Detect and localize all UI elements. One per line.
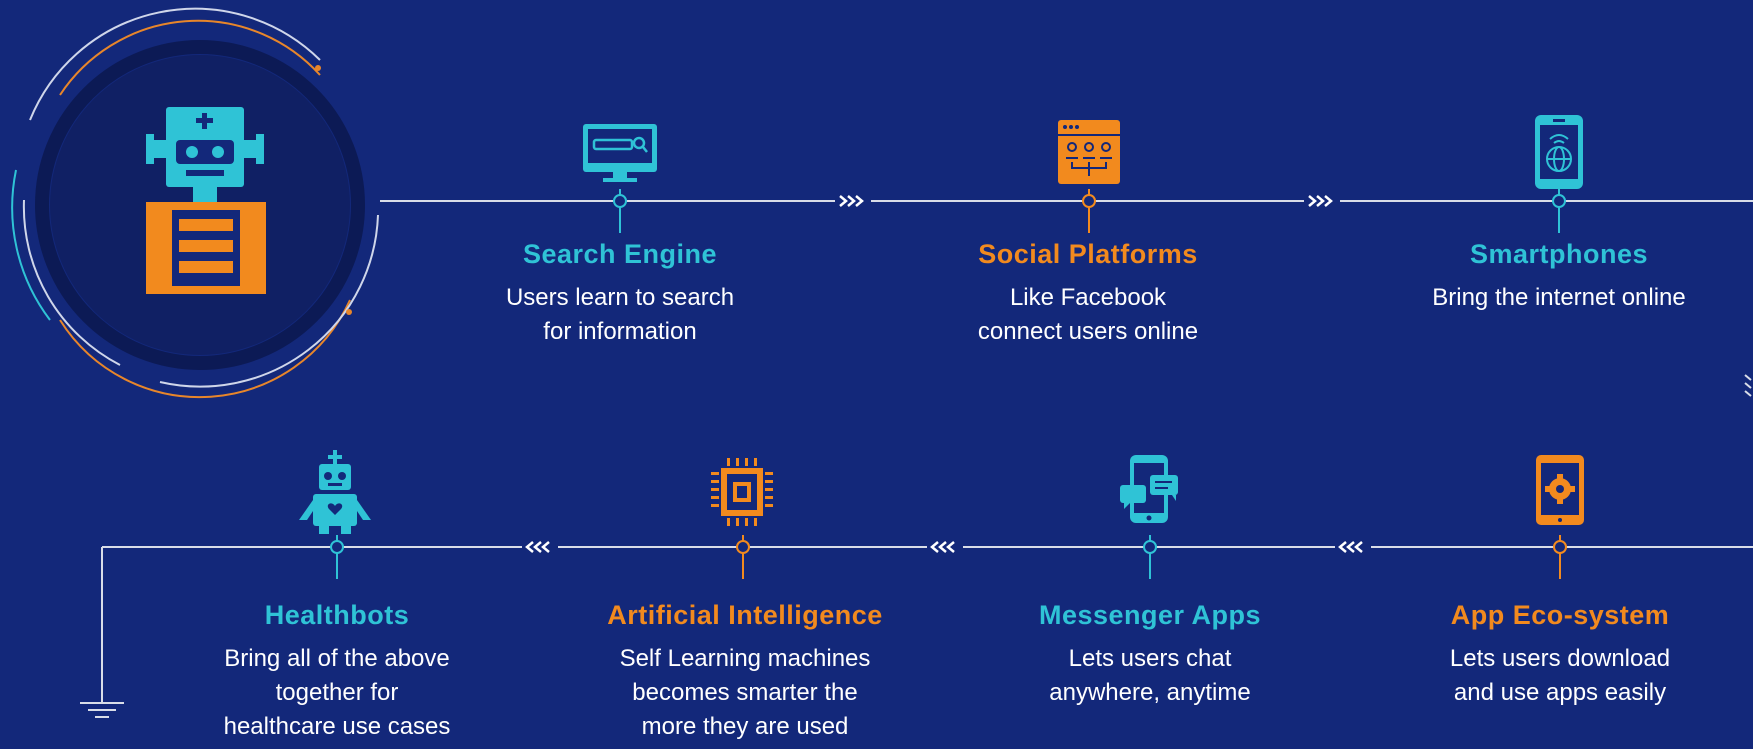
step-title: App Eco-system — [1450, 600, 1670, 630]
timeline-pin — [1552, 189, 1566, 233]
step-app-ecosystem: App Eco-system Lets users download and u… — [1390, 598, 1730, 710]
phone-chat-icon — [1120, 455, 1178, 523]
emblem-ring — [35, 40, 365, 370]
chevron-right-icon — [1304, 193, 1340, 209]
ai-chip-icon — [711, 458, 773, 526]
emblem-dot — [315, 65, 321, 71]
chevron-right-icon — [835, 193, 871, 209]
step-description: Bring all of the above together for heal… — [223, 645, 451, 740]
social-network-icon — [1058, 120, 1120, 184]
step-title: Artificial Intelligence — [607, 600, 883, 630]
timeline-pin — [1143, 535, 1157, 579]
timeline-pins — [330, 189, 1567, 579]
emblem-arc-white-3 — [159, 214, 379, 388]
emblem-dot — [346, 309, 352, 315]
chevron-left-icon — [1335, 539, 1371, 555]
smartphone-globe-icon — [1535, 115, 1583, 189]
emblem-arc-white-2 — [22, 199, 121, 366]
step-description: Lets users chat anywhere, anytime — [1049, 645, 1251, 706]
ground-symbol-icon — [80, 702, 124, 718]
timeline-pin — [1553, 535, 1567, 579]
robot-icon — [146, 107, 266, 294]
step-artificial-intelligence: Artificial Intelligence Self Learning ma… — [575, 598, 915, 744]
emblem-arc-orange — [59, 19, 321, 96]
step-title: Smartphones — [1469, 239, 1649, 269]
robot-emblem — [11, 7, 379, 399]
timeline-pin — [1082, 189, 1096, 233]
step-messenger-apps: Messenger Apps Lets users chat anywhere,… — [980, 598, 1320, 710]
step-smartphones: Smartphones Bring the internet online — [1389, 237, 1729, 315]
healthbot-icon — [299, 450, 371, 534]
timeline-pin — [330, 535, 344, 579]
step-description: Lets users download and use apps easily — [1449, 645, 1671, 706]
step-description: Users learn to search for information — [505, 284, 735, 345]
step-search-engine: Search Engine Users learn to search for … — [450, 237, 790, 349]
timeline-pin — [736, 535, 750, 579]
step-title: Search Engine — [522, 239, 718, 269]
timeline-arrows — [522, 193, 1371, 555]
chevron-left-icon — [522, 539, 558, 555]
emblem-arc-orange-2 — [59, 299, 351, 399]
tablet-settings-icon — [1536, 455, 1584, 525]
emblem-arc-cyan — [11, 169, 51, 321]
step-description: Like Facebook connect users online — [977, 284, 1199, 345]
step-healthbots: Healthbots Bring all of the above togeth… — [167, 598, 507, 744]
chevron-left-icon — [927, 539, 963, 555]
search-engine-icon — [583, 124, 657, 182]
step-description: Bring the internet online — [1432, 284, 1686, 311]
step-title: Social Platforms — [978, 239, 1198, 269]
emblem-arc-white — [29, 7, 321, 121]
step-title: Healthbots — [264, 600, 410, 630]
step-social-platforms: Social Platforms Like Facebook connect u… — [918, 237, 1258, 349]
timeline-pin — [613, 189, 627, 233]
step-title: Messenger Apps — [1038, 600, 1262, 630]
step-description: Self Learning machines becomes smarter t… — [619, 645, 871, 740]
right-edge-marks — [1744, 374, 1752, 397]
